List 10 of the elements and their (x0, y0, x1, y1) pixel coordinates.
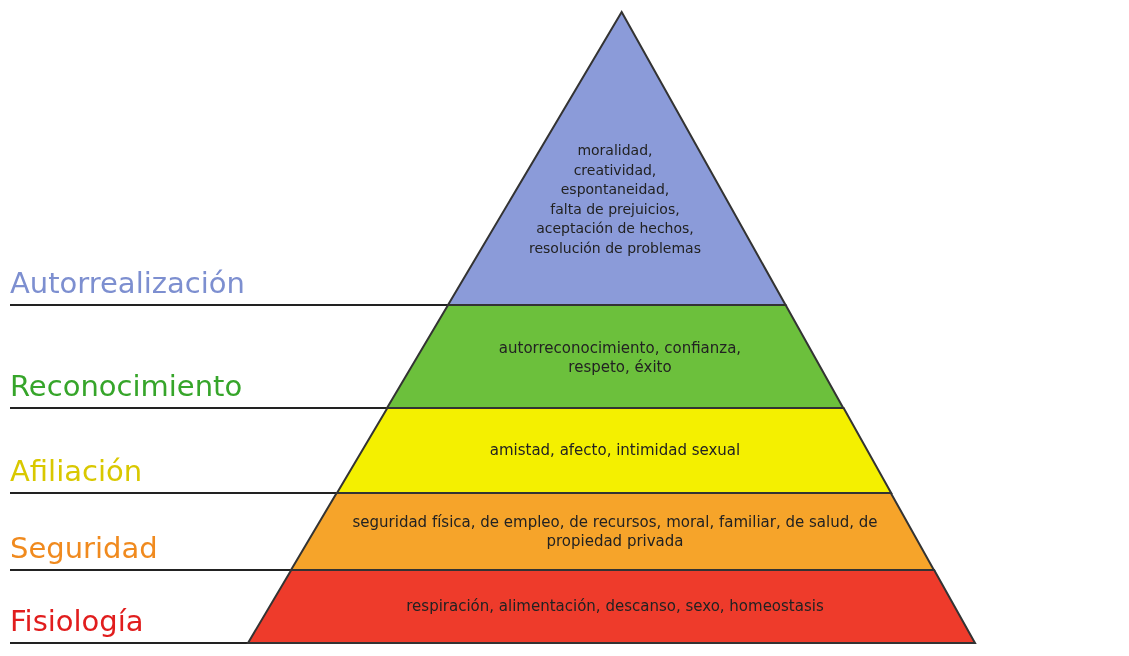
tier-description: autorreconocimiento, confianza, respeto, éxito (497, 338, 743, 378)
level-label: Afiliación (10, 457, 143, 486)
tier-description: seguridad física, de empleo, de recursos, moral, familiar, de salud, de propiedad privada (351, 512, 879, 552)
tier-description: respiración, alimentación, descanso, sexo, homeostasis (406, 597, 824, 617)
level-label: Seguridad (10, 534, 158, 563)
tier-description: amistad, afecto, intimidad sexual (489, 441, 741, 461)
level-label: Fisiología (10, 607, 144, 636)
level-label: Reconocimiento (10, 372, 243, 401)
tier-description: moralidad, creatividad, espontaneidad, falta de prejuicios, aceptación de hechos, resolución de problemas (529, 142, 701, 256)
level-label: Autorrealización (10, 269, 245, 298)
